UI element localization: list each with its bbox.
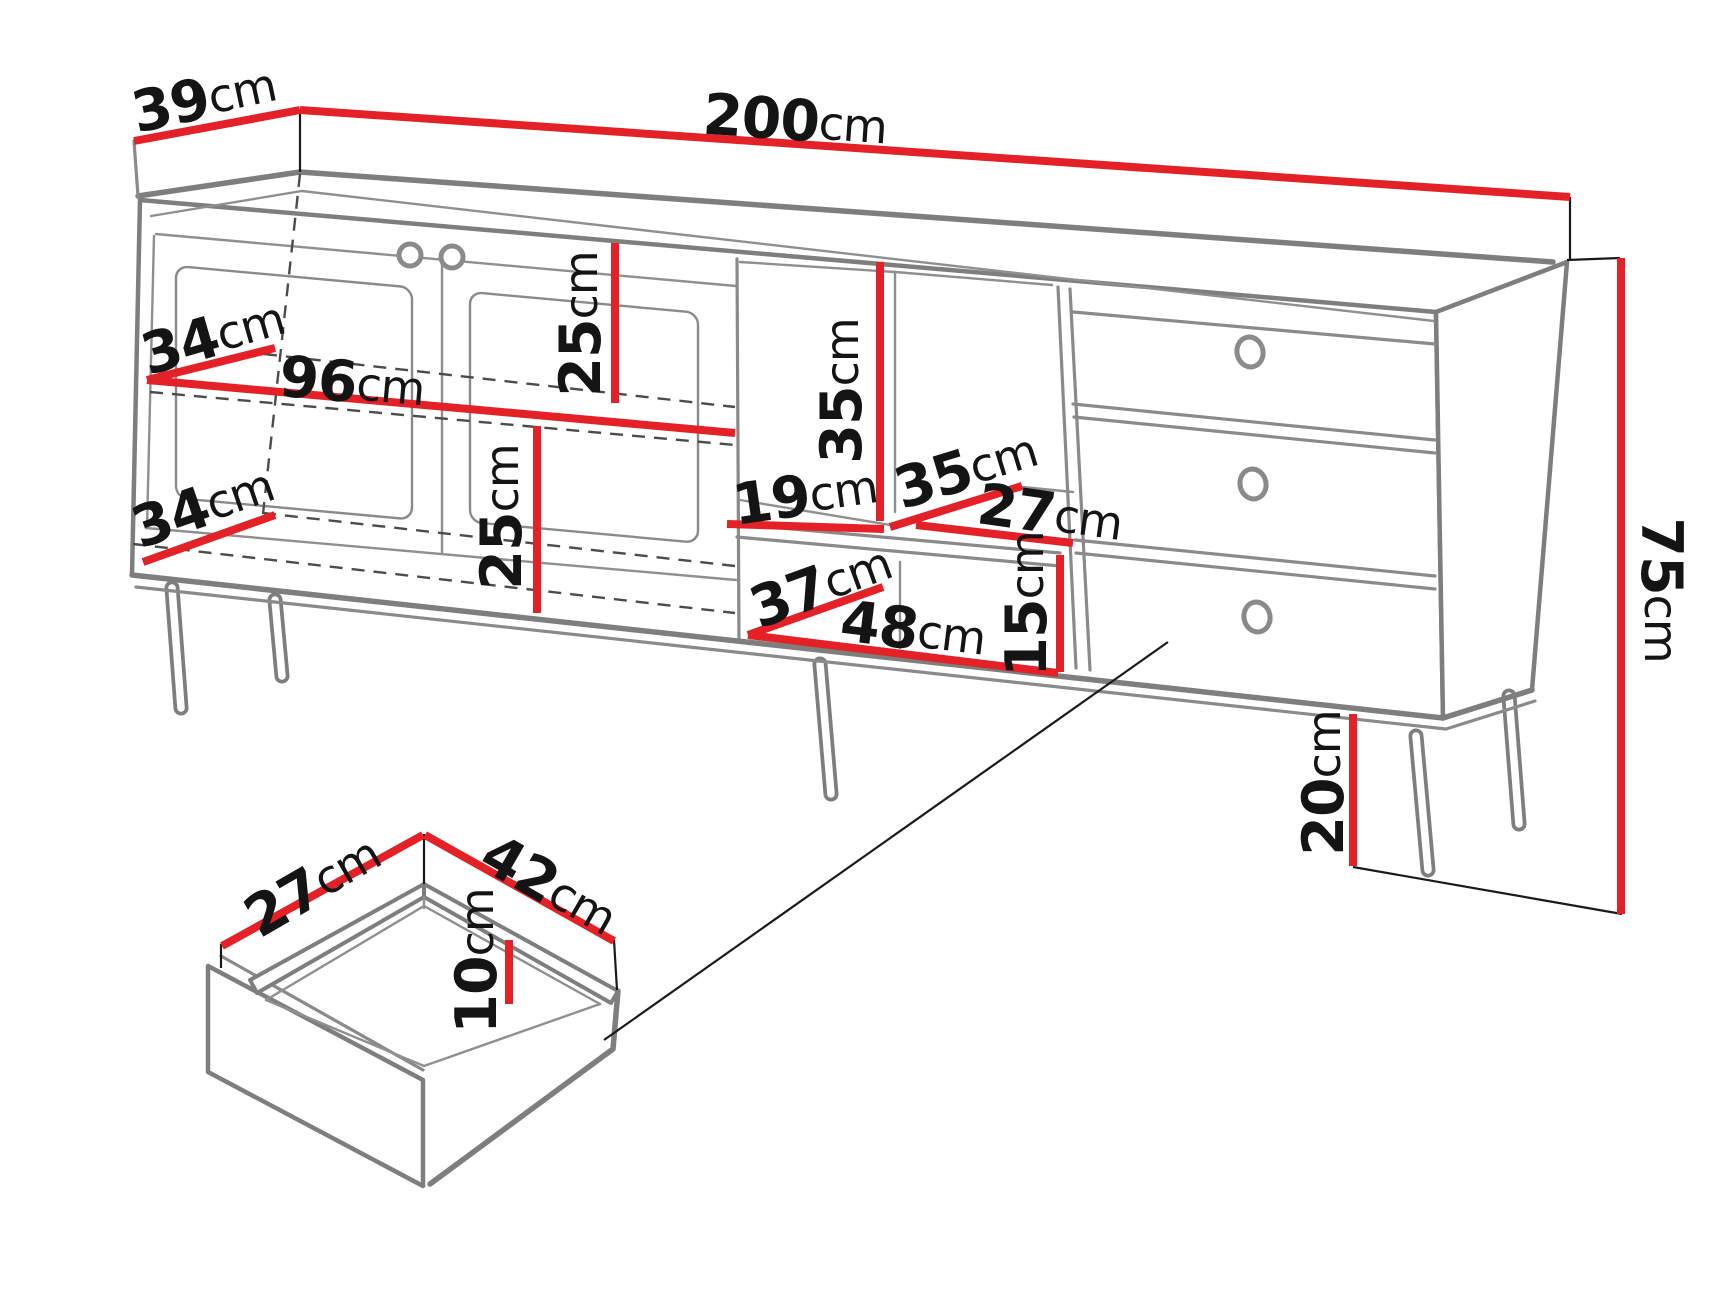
drawer-handle-2-icon (1237, 466, 1269, 502)
dim-label-depth: 39cm (126, 52, 282, 147)
dim-label-bottom-niche-height: 15cm (994, 531, 1060, 676)
dashed-shelf-back-edge (263, 352, 736, 409)
drawer-sep2-b (1074, 551, 1437, 591)
dim-line-mid-shelf-width-right (915, 521, 1074, 547)
leg-back-left (267, 592, 290, 684)
top-panel-face (134, 110, 1570, 262)
drawer-handle-1-icon (1234, 334, 1266, 370)
dim-line-drawer-side-depth (220, 831, 425, 950)
dim-label-width: 200cm (701, 82, 889, 161)
dashed-bottom-front-edge (132, 542, 736, 615)
dim-label-mid-shelf-depth: 19cm (728, 453, 881, 539)
drawer1-top-edge (1071, 310, 1437, 346)
leg-front-right (1408, 728, 1436, 878)
leg-front-left (164, 580, 189, 716)
drawer-sep2-a (1073, 538, 1437, 578)
top-panel (132, 110, 1570, 265)
dim-label-drawer-inner-height: 10cm (444, 888, 510, 1033)
dim-label-clearance-below: 25cm (469, 444, 535, 589)
dashed-shelf-front-edge (149, 390, 736, 447)
dim-label-height: 75cm (1628, 517, 1694, 662)
drawer-detail-drawing (205, 882, 621, 1189)
dim-line-bottom-niche-width (747, 631, 1059, 677)
dim-line-shelf-depth-upper (146, 344, 276, 384)
section-divider-left (735, 257, 741, 644)
mid-shelf-back-edge (1020, 485, 1075, 494)
hidden-shelf-dashed-lines (132, 173, 736, 615)
front-frame-top-edge (149, 189, 1436, 323)
dim-line-bottom-niche-depth (746, 583, 885, 639)
niche-back-top-edge-left (738, 260, 897, 274)
niche-left-depth-edge (738, 498, 892, 527)
dim-label-niche-height: 35cm (809, 318, 875, 463)
dimension-extension-lines (219, 197, 1623, 991)
drawer-section-left-edge-b (1068, 287, 1092, 672)
leg-back-right (1501, 688, 1527, 832)
open-shelf-section (735, 260, 1075, 650)
drawer-sep1-a (1071, 402, 1437, 442)
drawer-section (1056, 285, 1437, 672)
door-knob-right-icon (438, 243, 466, 271)
dim-label-drawer-side-depth: 27cm (234, 821, 393, 951)
drawer-handle-3-icon (1241, 599, 1273, 635)
dim-label-bottom-niche-width: 48cm (837, 588, 989, 671)
top-panel-left-cap (132, 139, 140, 198)
dim-line-shelf-depth-lower (141, 511, 277, 566)
drawer-floor-front-edges (264, 998, 602, 1068)
dimension-lines (133, 106, 1625, 1004)
niche-back-top-edge-right (893, 270, 1054, 287)
dim-line-drawer-front-width (423, 831, 616, 945)
drawer-right-wall-outer (427, 988, 621, 1187)
door-knob-left-icon (396, 241, 424, 269)
cabinet-legs (164, 580, 1527, 878)
leg-front-middle (812, 656, 839, 802)
dim-label-leg-height: 20cm (1291, 710, 1357, 855)
cabinet-right-side (1433, 259, 1570, 721)
drawer-front-panel (205, 963, 426, 1189)
drawer-section-left-edge-a (1056, 285, 1078, 670)
dim-label-shelf-width: 96cm (277, 344, 428, 422)
dim-line-width (299, 106, 1571, 201)
dim-line-depth (133, 106, 301, 145)
drawer-pointer-line (603, 641, 1169, 1041)
drawer-right-wall-top (422, 882, 620, 1005)
mid-shelf-lower-edge (735, 535, 1062, 568)
cabinet-bottom-edges (129, 572, 1537, 731)
dim-label-mid-shelf-width-right: 27cm (973, 471, 1126, 557)
cabinet-drawing (129, 110, 1570, 878)
dim-line-mid-shelf-width (888, 482, 1024, 531)
dim-line-mid-shelf-depth (726, 520, 885, 533)
dim-label-clearance-above: 25cm (548, 251, 614, 396)
drawer-sep1-b (1072, 415, 1437, 455)
dim-line-shelf-width (146, 376, 736, 437)
